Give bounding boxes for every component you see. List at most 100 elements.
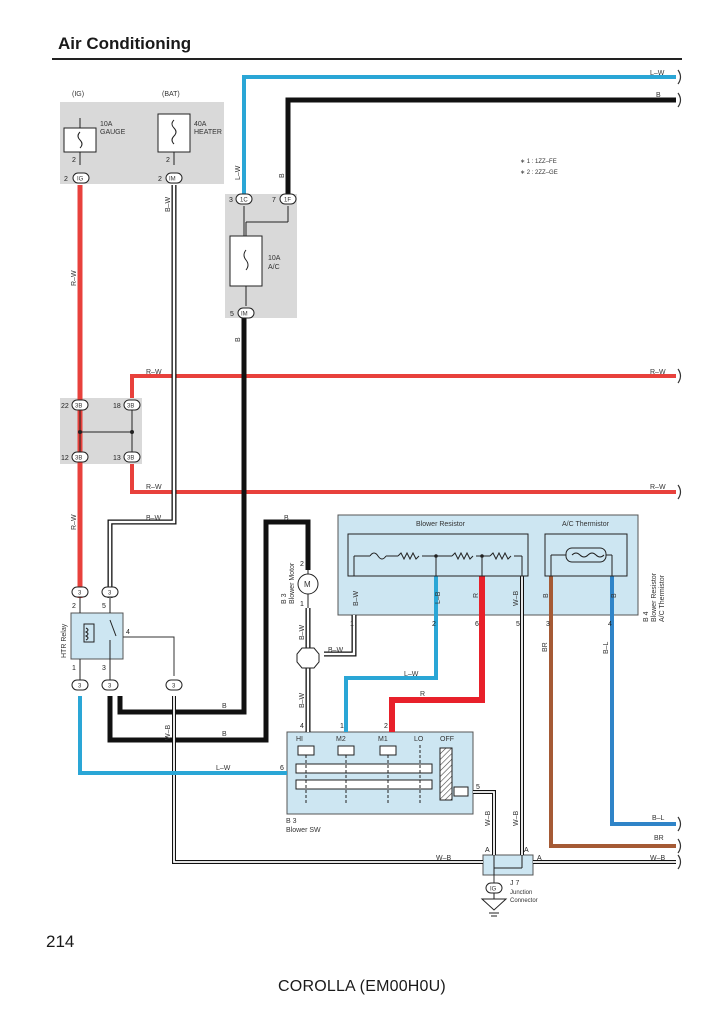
conn-ig-gauge: IG bbox=[77, 177, 84, 183]
label-b4-name2: A/C Thermistor bbox=[659, 574, 666, 622]
wire-b-ac-fuse bbox=[117, 318, 247, 715]
pin-j7-a1: A bbox=[485, 847, 490, 854]
wl-b-im-ac: B bbox=[235, 337, 242, 342]
pin-sw-5: 5 bbox=[476, 784, 480, 791]
wl-lw-vert-ic: L–W bbox=[235, 165, 242, 180]
wire-lw-relay-switch bbox=[78, 696, 287, 775]
pin-sw-1: 1 bbox=[340, 723, 344, 730]
wire-wb-switch bbox=[473, 790, 496, 855]
label-b4-code: B 4 bbox=[643, 611, 650, 622]
label-sw-off: OFF bbox=[440, 736, 454, 743]
wire-rw-upper bbox=[130, 374, 676, 398]
wl-lw-top-right: L–W bbox=[650, 70, 665, 77]
pin-motor-2: 2 bbox=[300, 561, 304, 568]
wl-b4-wb: W–B bbox=[513, 591, 520, 607]
label-b3-motor-name: Blower Motor bbox=[289, 562, 296, 604]
j7-internal bbox=[493, 855, 523, 875]
wl-br-vert: BR bbox=[542, 642, 549, 652]
label-j7-code: J 7 bbox=[510, 880, 519, 887]
pin-sw-6: 6 bbox=[280, 765, 284, 772]
wire-bw-resistor bbox=[324, 615, 357, 657]
label-sw-hi: HI bbox=[296, 736, 303, 743]
pin-gauge-top: 2 bbox=[72, 157, 76, 164]
label-fuse-gauge-amp: 10A bbox=[100, 121, 113, 128]
wire-bw-heater bbox=[107, 185, 177, 598]
wl-bw-to-sw: B–W bbox=[299, 692, 306, 708]
wire-continuation-marks bbox=[677, 69, 682, 870]
label-fuse-heater-name: HEATER bbox=[194, 129, 222, 136]
wire-bl bbox=[610, 576, 676, 826]
label-sw-lo: LO bbox=[414, 736, 424, 743]
pin-relay-2: 2 bbox=[72, 603, 76, 610]
pin-b4-4: 4 bbox=[608, 621, 612, 628]
conn-3b-12: 3B bbox=[75, 456, 82, 462]
label-j7-name2: Connector bbox=[510, 898, 538, 904]
wl-bw-heater: B–W bbox=[165, 196, 172, 212]
wl-wb-b4: W–B bbox=[513, 811, 520, 827]
blower-resistor-thermistor-box bbox=[337, 514, 639, 616]
wire-rw-lower bbox=[130, 464, 676, 494]
pin-13: 13 bbox=[113, 455, 121, 462]
junction-3b-internal bbox=[78, 410, 134, 452]
label-sw-m1: M1 bbox=[378, 736, 388, 743]
motor-symbol: M bbox=[304, 580, 311, 589]
pin-heater-bot: 2 bbox=[158, 176, 162, 183]
wl-bl-right: B–L bbox=[652, 815, 665, 822]
conn-im-ac: IM bbox=[241, 312, 248, 318]
pin-im-ac: 5 bbox=[230, 311, 234, 318]
label-fuse-ac-name: A/C bbox=[268, 264, 280, 271]
resistor-node-2 bbox=[480, 554, 484, 558]
wl-b-relay-2: B bbox=[222, 731, 227, 738]
pin-j7-a2: A bbox=[524, 847, 529, 854]
conn-3b-18: 3B bbox=[127, 404, 134, 410]
pin-relay-3: 3 bbox=[102, 665, 106, 672]
blower-motor bbox=[297, 570, 319, 608]
pin-relay-5: 5 bbox=[102, 603, 106, 610]
fuse-ac bbox=[229, 206, 289, 306]
label-ig: (IG) bbox=[72, 91, 84, 98]
conn-relay-3b: 3 bbox=[108, 591, 112, 597]
wl-r-mid: R bbox=[420, 691, 425, 698]
wire-relay-pin4 bbox=[123, 636, 175, 676]
thermistor-element bbox=[550, 547, 613, 576]
conn-relay-3d: 3 bbox=[108, 684, 112, 690]
note-1: ∗ 1 : 1ZZ–FE bbox=[520, 159, 557, 165]
resistor-node-1 bbox=[434, 554, 438, 558]
pin-22: 22 bbox=[61, 403, 69, 410]
blower-resistor-inner bbox=[347, 533, 529, 577]
wl-wb-relay: W–B bbox=[165, 725, 172, 741]
wl-rw-lower-right: R–W bbox=[650, 484, 666, 491]
pin-gauge-bot: 2 bbox=[64, 176, 68, 183]
wl-rw-upper-right: R–W bbox=[650, 369, 666, 376]
ground-icon bbox=[480, 893, 508, 917]
pin-12: 12 bbox=[61, 455, 69, 462]
wl-lw-relay-sw: L–W bbox=[216, 765, 231, 772]
htr-relay-box bbox=[70, 612, 124, 660]
pin-1f: 7 bbox=[272, 197, 276, 204]
wl-b4-lb: L–B bbox=[435, 591, 442, 604]
pin-b4-6: 6 bbox=[475, 621, 479, 628]
footer-model-code: COROLLA (EM00H0U) bbox=[278, 978, 446, 995]
conn-relay-3e: 3 bbox=[172, 684, 176, 690]
conn-3b-13: 3B bbox=[127, 456, 134, 462]
conn-1f: 1F bbox=[284, 198, 291, 204]
fuse-gauge bbox=[63, 118, 97, 165]
conn-relay-3c: 3 bbox=[78, 684, 82, 690]
title-divider bbox=[52, 58, 682, 60]
wl-b-relay-1: B bbox=[222, 703, 227, 710]
pin-18: 18 bbox=[113, 403, 121, 410]
conn-im-heater: IM bbox=[169, 177, 176, 183]
label-ac-thermistor: A/C Thermistor bbox=[562, 521, 610, 528]
label-sw-m2: M2 bbox=[336, 736, 346, 743]
label-htr-relay: HTR Relay bbox=[61, 623, 68, 658]
pin-b4-1: 1 bbox=[350, 621, 354, 628]
wire-lw-top bbox=[242, 75, 676, 194]
label-blower-sw-name: Blower SW bbox=[286, 827, 321, 834]
pin-j7-a3: A bbox=[537, 855, 542, 862]
label-fuse-ac-amp: 10A bbox=[268, 255, 281, 262]
conn-3b-22: 3B bbox=[75, 404, 82, 410]
pin-1c: 3 bbox=[229, 197, 233, 204]
wl-wb-j7-left: W–B bbox=[436, 855, 452, 862]
label-j7-name1: Junction bbox=[510, 890, 532, 896]
